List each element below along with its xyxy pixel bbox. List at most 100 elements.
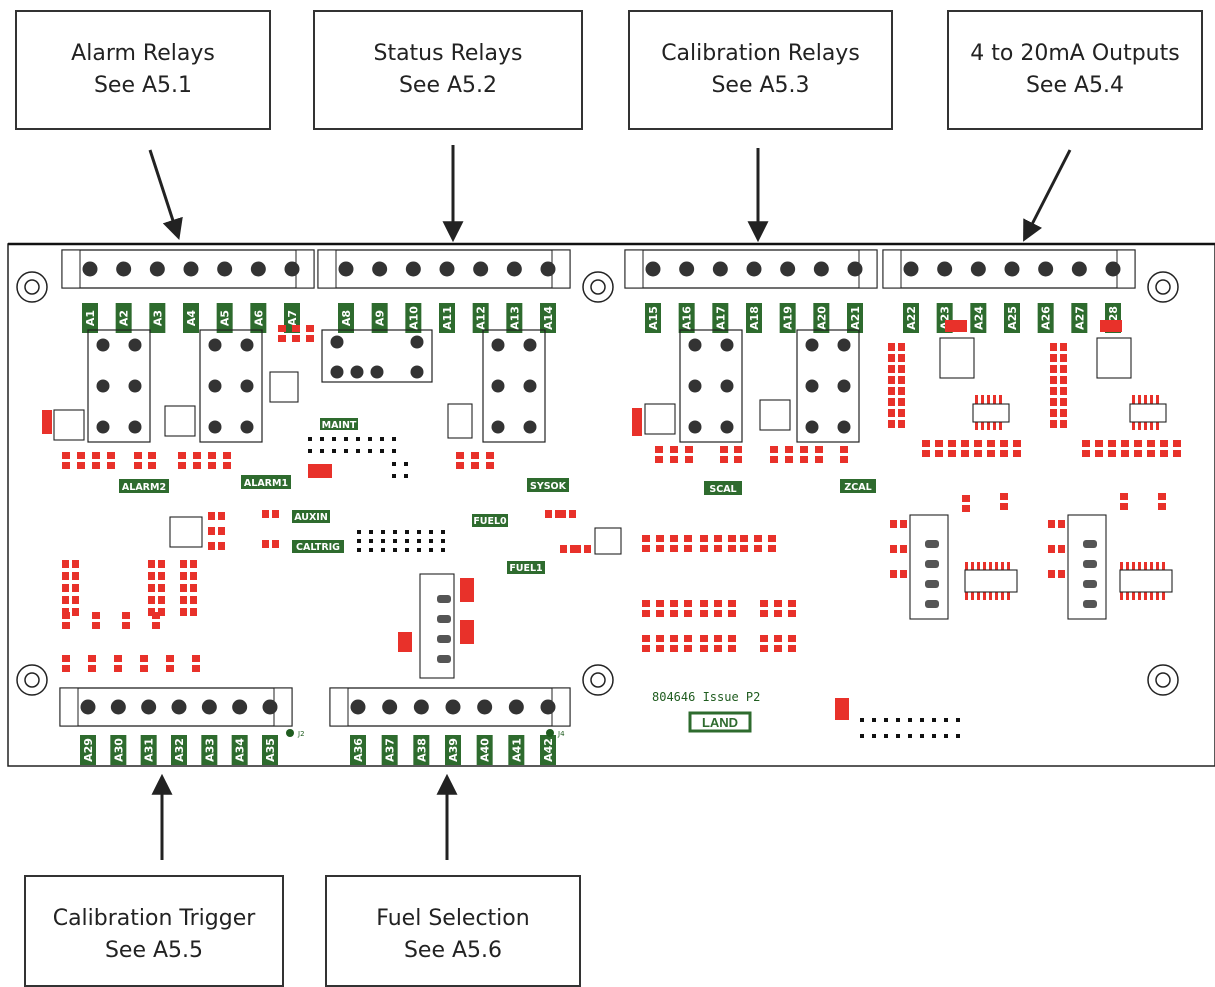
svg-text:A41: A41 bbox=[510, 738, 523, 762]
mounting-holes bbox=[16, 271, 1179, 696]
terminal-A42: A42 bbox=[540, 735, 556, 765]
terminal-A30: A30 bbox=[110, 735, 127, 765]
led-label-auxin: AUXIN bbox=[294, 512, 328, 523]
land-logo bbox=[688, 711, 752, 733]
terminal-A31: A31 bbox=[140, 735, 157, 765]
board-issue-text: 804646 Issue P2 bbox=[652, 690, 760, 704]
arrow-alarm bbox=[148, 149, 183, 240]
svg-text:A20: A20 bbox=[815, 306, 828, 330]
terminal-A8: A8 bbox=[338, 303, 354, 333]
svg-text:A17: A17 bbox=[714, 306, 727, 330]
svg-text:A33: A33 bbox=[203, 738, 216, 762]
callout-fuel-title: Fuel Selection bbox=[376, 906, 530, 931]
svg-text:A38: A38 bbox=[415, 738, 428, 762]
led-label-scal: SCAL bbox=[709, 484, 736, 495]
svg-text:A11: A11 bbox=[441, 306, 454, 330]
terminal-block-top1 bbox=[61, 249, 315, 289]
svg-text:A5: A5 bbox=[219, 310, 232, 326]
callout-4-20ma-outputs: 4 to 20mA Outputs See A5.4 bbox=[947, 10, 1203, 130]
terminal-A4: A4 bbox=[183, 303, 199, 333]
terminal-A3: A3 bbox=[149, 303, 166, 333]
callout-cal-ref: See A5.3 bbox=[711, 73, 810, 98]
terminal-A37: A37 bbox=[381, 735, 398, 765]
terminal-A27: A27 bbox=[1071, 303, 1088, 333]
svg-text:A25: A25 bbox=[1006, 306, 1019, 330]
led-label-alarm1: ALARM1 bbox=[244, 478, 288, 489]
terminal-A5: A5 bbox=[216, 303, 233, 333]
callout-fuel-selection: Fuel Selection See A5.6 bbox=[325, 875, 581, 987]
terminal-block-top4 bbox=[882, 249, 1136, 289]
callout-alarm-title: Alarm Relays bbox=[71, 41, 215, 66]
svg-text:A32: A32 bbox=[173, 738, 186, 762]
svg-text:A1: A1 bbox=[84, 310, 97, 326]
svg-text:A30: A30 bbox=[112, 738, 125, 762]
callout-status-relays: Status Relays See A5.2 bbox=[313, 10, 583, 130]
svg-text:A3: A3 bbox=[151, 310, 164, 326]
terminal-A2: A2 bbox=[115, 303, 132, 333]
terminal-blocks bbox=[59, 249, 1136, 727]
svg-text:A12: A12 bbox=[475, 306, 488, 330]
smd-pads bbox=[42, 320, 1181, 720]
callout-trigger-ref: See A5.5 bbox=[104, 938, 204, 963]
arrow-outputs bbox=[1023, 149, 1072, 242]
terminal-A20: A20 bbox=[813, 303, 830, 333]
svg-text:A24: A24 bbox=[972, 306, 985, 330]
terminal-A16: A16 bbox=[678, 303, 695, 333]
terminal-A15: A15 bbox=[645, 303, 661, 333]
header-pins bbox=[308, 437, 960, 738]
led-label-alarm2: ALARM2 bbox=[122, 482, 166, 493]
svg-text:A15: A15 bbox=[647, 306, 660, 330]
terminal-A17: A17 bbox=[712, 303, 729, 333]
terminal-block-bot2 bbox=[329, 687, 571, 727]
led-label-maint: MAINT bbox=[322, 420, 357, 431]
terminal-block-top3 bbox=[624, 249, 878, 289]
svg-text:A2: A2 bbox=[118, 310, 131, 326]
led-label-fuel0: FUEL0 bbox=[473, 516, 507, 527]
terminal-A39: A39 bbox=[445, 735, 461, 765]
terminal-A33: A33 bbox=[201, 735, 218, 765]
callout-alarm-relays: Alarm Relays See A5.1 bbox=[15, 10, 271, 130]
svg-text:A26: A26 bbox=[1040, 306, 1053, 330]
svg-text:A6: A6 bbox=[252, 310, 265, 327]
callout-trigger-title: Calibration Trigger bbox=[52, 906, 256, 931]
svg-text:J4: J4 bbox=[557, 730, 565, 738]
svg-text:A21: A21 bbox=[849, 306, 862, 330]
svg-text:A18: A18 bbox=[748, 306, 761, 330]
svg-text:A19: A19 bbox=[782, 306, 795, 330]
callout-status-title: Status Relays bbox=[373, 41, 523, 66]
callout-calibration-relays: Calibration Relays See A5.3 bbox=[628, 10, 893, 130]
terminal-A21: A21 bbox=[847, 303, 863, 333]
relays bbox=[87, 329, 860, 443]
terminal-A29: A29 bbox=[80, 735, 96, 765]
svg-text:A40: A40 bbox=[479, 738, 492, 762]
led-label-zcal: ZCAL bbox=[844, 482, 871, 493]
terminal-block-top2 bbox=[317, 249, 571, 289]
svg-text:A4: A4 bbox=[185, 310, 198, 327]
terminal-A35: A35 bbox=[262, 735, 278, 765]
terminal-A25: A25 bbox=[1004, 303, 1020, 333]
svg-text:A9: A9 bbox=[374, 310, 387, 326]
led-label-fuel1: FUEL1 bbox=[509, 563, 542, 574]
terminal-A11: A11 bbox=[439, 303, 455, 333]
svg-text:A29: A29 bbox=[82, 738, 95, 762]
terminal-A18: A18 bbox=[746, 303, 762, 333]
svg-text:A16: A16 bbox=[681, 306, 694, 330]
terminal-A6: A6 bbox=[250, 303, 267, 333]
svg-text:A14: A14 bbox=[542, 306, 555, 330]
svg-text:A7: A7 bbox=[286, 310, 299, 326]
svg-text:A39: A39 bbox=[447, 738, 460, 762]
terminal-A9: A9 bbox=[371, 303, 388, 333]
terminal-A34: A34 bbox=[231, 735, 248, 765]
svg-text:A37: A37 bbox=[384, 738, 397, 762]
svg-text:J2: J2 bbox=[297, 730, 305, 738]
led-label-caltrig: CALTRIG bbox=[296, 542, 340, 553]
callout-status-ref: See A5.2 bbox=[398, 73, 498, 98]
led-labels: ALARM2 ALARM1 MAINT SYSOK SCAL ZCAL AUXI… bbox=[119, 418, 876, 574]
terminal-A32: A32 bbox=[171, 735, 187, 765]
terminal-block-bot1 bbox=[59, 687, 293, 727]
terminal-A14: A14 bbox=[540, 303, 556, 333]
terminal-A36: A36 bbox=[350, 735, 366, 765]
svg-text:A27: A27 bbox=[1073, 306, 1086, 330]
terminal-A13: A13 bbox=[506, 303, 523, 333]
terminal-A41: A41 bbox=[508, 735, 525, 765]
